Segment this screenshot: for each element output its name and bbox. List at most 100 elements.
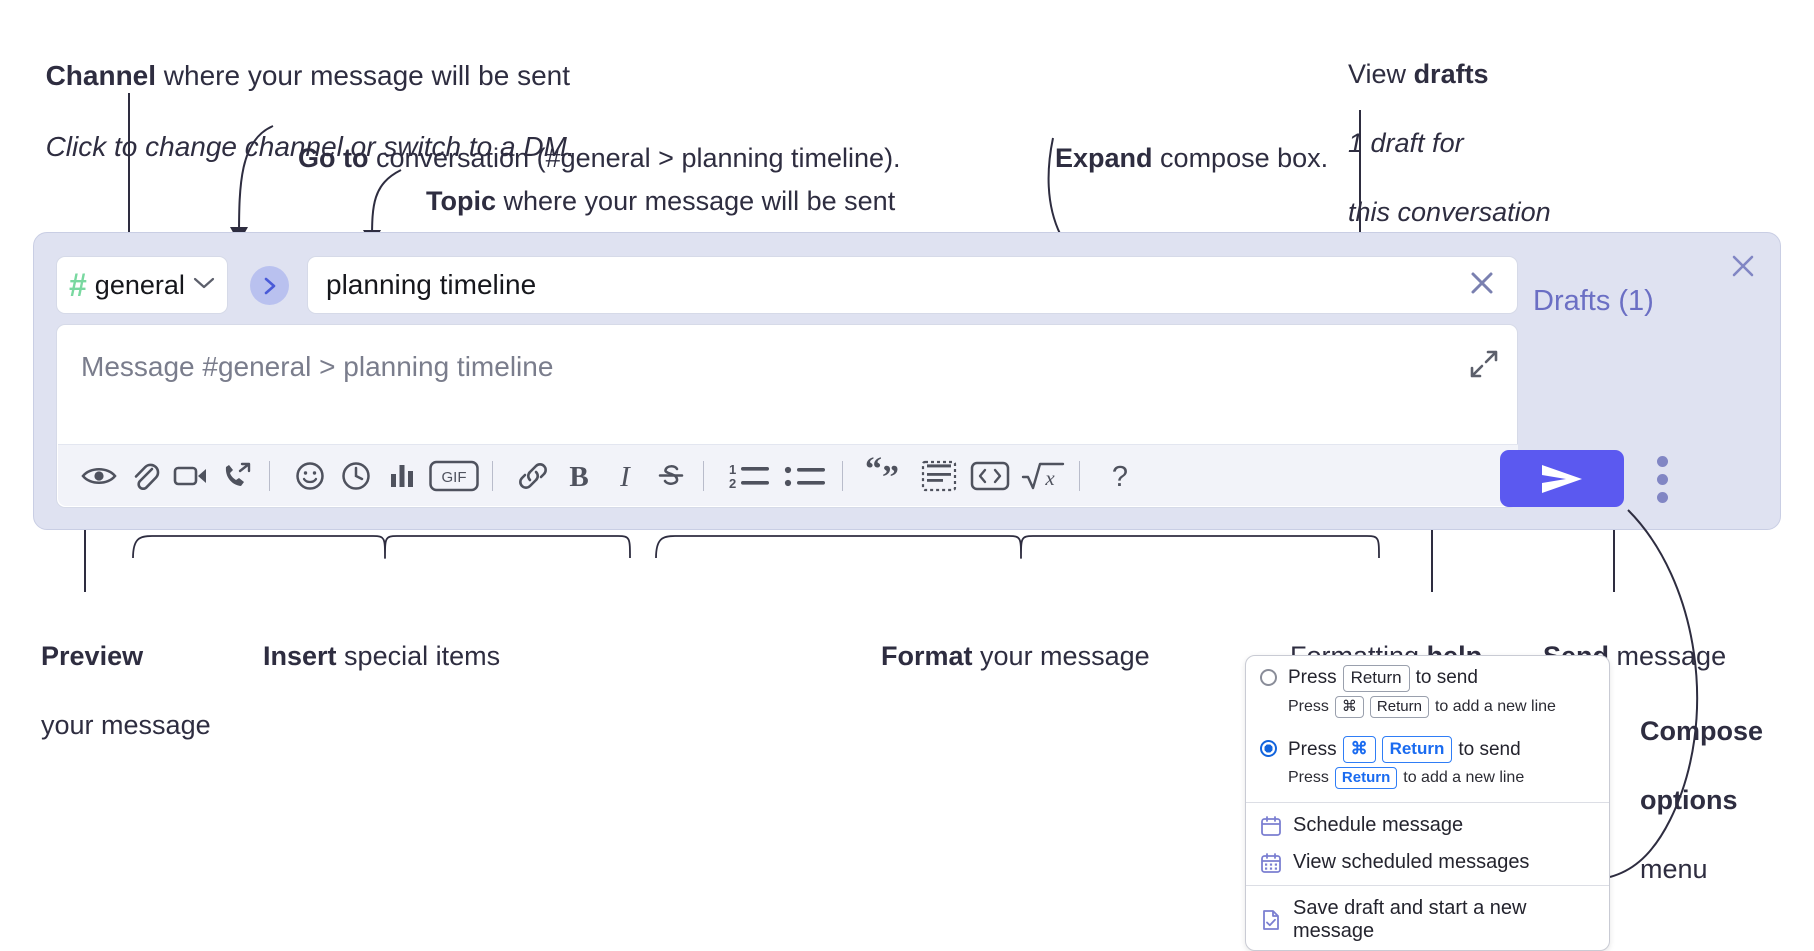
annotation-channel-rest: where your message will be sent bbox=[156, 59, 571, 91]
bold-button[interactable]: B bbox=[556, 453, 602, 499]
close-icon bbox=[1732, 255, 1754, 277]
send-option-subtext: Press ⌘ Return to add a new line bbox=[1246, 694, 1609, 727]
send-option-row[interactable]: Press ⌘ Return to send bbox=[1246, 727, 1609, 765]
separator bbox=[269, 460, 270, 491]
radio-selected-icon[interactable] bbox=[1260, 740, 1277, 758]
menu-item-save-draft[interactable]: Save draft and start a new message bbox=[1246, 890, 1609, 950]
smiley-icon bbox=[296, 461, 324, 490]
expand-button[interactable] bbox=[1469, 349, 1499, 384]
italic-button[interactable]: I bbox=[602, 453, 648, 499]
attach-button[interactable] bbox=[122, 453, 168, 499]
option-pre-text: Press bbox=[1288, 667, 1337, 689]
svg-text:”: ” bbox=[882, 459, 899, 496]
gif-button[interactable]: GIF bbox=[425, 453, 483, 499]
close-button[interactable] bbox=[1728, 251, 1758, 286]
annotation-expand-bold: Expand bbox=[1055, 142, 1153, 173]
question-mark-icon: ? bbox=[1112, 461, 1128, 493]
drafts-link[interactable]: Drafts (1) bbox=[1533, 285, 1654, 317]
annotation-insert-rest: special items bbox=[336, 640, 501, 671]
annotation-format-bold: Format bbox=[881, 640, 973, 671]
ordered-list-icon: 1 2 bbox=[729, 462, 769, 491]
separator bbox=[1079, 460, 1080, 491]
menu-item-schedule-message[interactable]: Schedule message bbox=[1246, 807, 1609, 844]
formatting-help-button[interactable]: ? bbox=[1097, 453, 1143, 499]
audio-button[interactable] bbox=[214, 453, 260, 499]
annotation-insert-bold: Insert bbox=[263, 640, 337, 671]
menu-item-view-scheduled[interactable]: View scheduled messages bbox=[1246, 844, 1609, 881]
annotation-compose-options: Compose options menu bbox=[1625, 679, 1763, 886]
send-option-row[interactable]: Press Return to send bbox=[1246, 656, 1609, 694]
option-post-text: to send bbox=[1415, 667, 1478, 689]
video-button[interactable] bbox=[168, 453, 214, 499]
annotation-topic-rest: where your message will be sent bbox=[496, 185, 896, 216]
leader-lines-bottom bbox=[84, 530, 1615, 592]
hash-icon: # bbox=[69, 267, 87, 303]
math-button[interactable]: x bbox=[1016, 453, 1070, 499]
bulleted-list-button[interactable] bbox=[777, 453, 833, 499]
topic-field[interactable]: planning timeline bbox=[307, 256, 1518, 314]
annotation-compose-bold1: Compose bbox=[1640, 715, 1764, 746]
bar-chart-icon bbox=[391, 464, 413, 487]
annotation-compose-rest: menu bbox=[1640, 853, 1708, 884]
blockquote-button[interactable]: “ ” bbox=[860, 451, 914, 499]
chevron-down-icon bbox=[193, 276, 215, 295]
annotation-goto-bold: Go to bbox=[298, 142, 369, 173]
emoji-button[interactable] bbox=[287, 453, 333, 499]
kebab-menu-icon bbox=[1656, 491, 1668, 503]
video-camera-icon bbox=[173, 466, 206, 485]
channel-selector[interactable]: # general bbox=[56, 256, 228, 314]
annotation-format-rest: your message bbox=[972, 640, 1150, 671]
annotation-topic: Topic where your message will be sent bbox=[411, 149, 895, 218]
key-command: ⌘ bbox=[1342, 736, 1376, 764]
preview-button[interactable] bbox=[76, 453, 122, 499]
inline-code-button[interactable] bbox=[964, 453, 1016, 499]
angle-brackets-icon bbox=[970, 461, 1010, 490]
expand-icon bbox=[1470, 350, 1498, 378]
annotation-preview: Preview your message bbox=[26, 604, 211, 742]
code-block-button[interactable] bbox=[914, 453, 964, 499]
poll-button[interactable] bbox=[379, 453, 425, 499]
message-placeholder: Message #general > planning timeline bbox=[81, 351, 554, 382]
reminder-button[interactable] bbox=[333, 453, 379, 499]
annotation-topic-bold: Topic bbox=[426, 185, 497, 216]
key-return: Return bbox=[1334, 767, 1398, 790]
menu-divider bbox=[1246, 885, 1609, 887]
compose-options-button[interactable] bbox=[1651, 451, 1673, 507]
separator bbox=[842, 460, 843, 491]
leader-line-compose-options bbox=[1609, 509, 1699, 878]
paperclip-icon bbox=[134, 463, 160, 490]
message-input[interactable]: Message #general > planning timeline bbox=[56, 324, 1518, 508]
goto-conversation-button[interactable] bbox=[250, 266, 289, 305]
annotation-insert: Insert special items bbox=[248, 604, 500, 673]
key-command: ⌘ bbox=[1334, 695, 1364, 719]
message-composer: # general planning timeline bbox=[33, 232, 1781, 530]
topic-clear-button[interactable] bbox=[1465, 266, 1499, 305]
key-return: Return bbox=[1369, 695, 1429, 719]
ordered-list-button[interactable]: 1 2 bbox=[721, 453, 777, 499]
chevron-right-icon bbox=[264, 277, 275, 294]
annotation-preview-line2: your message bbox=[41, 709, 211, 740]
quote-icon: “ ” bbox=[865, 451, 899, 496]
clock-icon bbox=[342, 461, 370, 490]
suboption-pre-text: Press bbox=[1288, 698, 1329, 716]
bulleted-list-icon bbox=[784, 466, 825, 486]
annotation-channel-italic: Click to change channel or switch to a D… bbox=[45, 131, 575, 163]
svg-text:I: I bbox=[619, 461, 631, 493]
key-return: Return bbox=[1342, 665, 1410, 692]
annotation-channel: Channel where your message will be sent … bbox=[30, 22, 575, 165]
option-pre-text: Press bbox=[1288, 738, 1337, 760]
send-button[interactable] bbox=[1500, 450, 1624, 507]
menu-item-label: View scheduled messages bbox=[1293, 851, 1530, 874]
radio-unselected-icon[interactable] bbox=[1260, 669, 1277, 686]
suboption-post-text: to add a new line bbox=[1403, 769, 1525, 787]
formatting-toolbar: GIF B I bbox=[58, 444, 1518, 506]
strikethrough-button[interactable] bbox=[648, 453, 694, 499]
link-icon bbox=[519, 462, 547, 489]
send-option-subtext: Press Return to add a new line bbox=[1246, 765, 1609, 798]
annotation-drafts-lead: View bbox=[1348, 58, 1414, 89]
separator bbox=[492, 460, 493, 491]
suboption-pre-text: Press bbox=[1288, 769, 1329, 787]
link-button[interactable] bbox=[510, 453, 556, 499]
compose-options-menu: Press Return to send Press ⌘ Return to a… bbox=[1245, 655, 1610, 951]
svg-text:?: ? bbox=[1112, 461, 1128, 493]
